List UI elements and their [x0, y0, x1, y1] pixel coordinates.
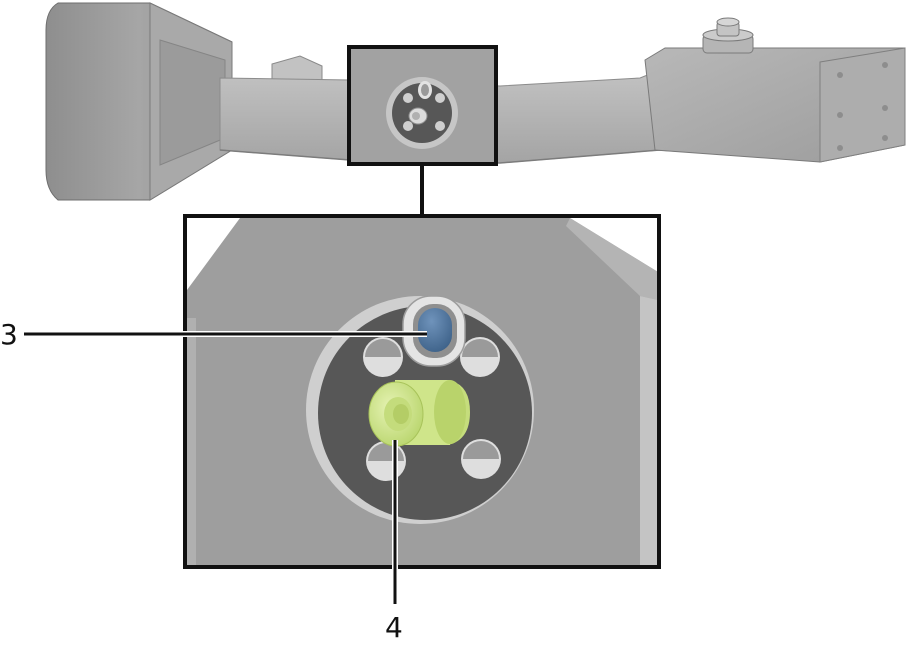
top-knob	[702, 17, 754, 54]
zoom-frame	[183, 214, 661, 569]
zoom-right-side	[640, 296, 658, 566]
callout-4: 4	[385, 440, 403, 644]
part-3-slot	[402, 295, 466, 367]
part-4-cylinder	[368, 380, 470, 447]
right-block-holes	[837, 62, 888, 151]
detail-source-box	[350, 48, 495, 163]
callout-3-label: 3	[0, 318, 18, 351]
zoom-detail	[187, 218, 658, 566]
bracket	[271, 55, 323, 83]
overview-assembly	[45, 2, 906, 201]
right-block-face	[819, 47, 906, 163]
zoom-left-strip	[187, 318, 196, 566]
callout-3: 3	[0, 318, 427, 351]
callout-4-label: 4	[385, 611, 403, 644]
zoom-chamfer-right	[566, 218, 658, 300]
mounting-holes	[363, 337, 501, 481]
